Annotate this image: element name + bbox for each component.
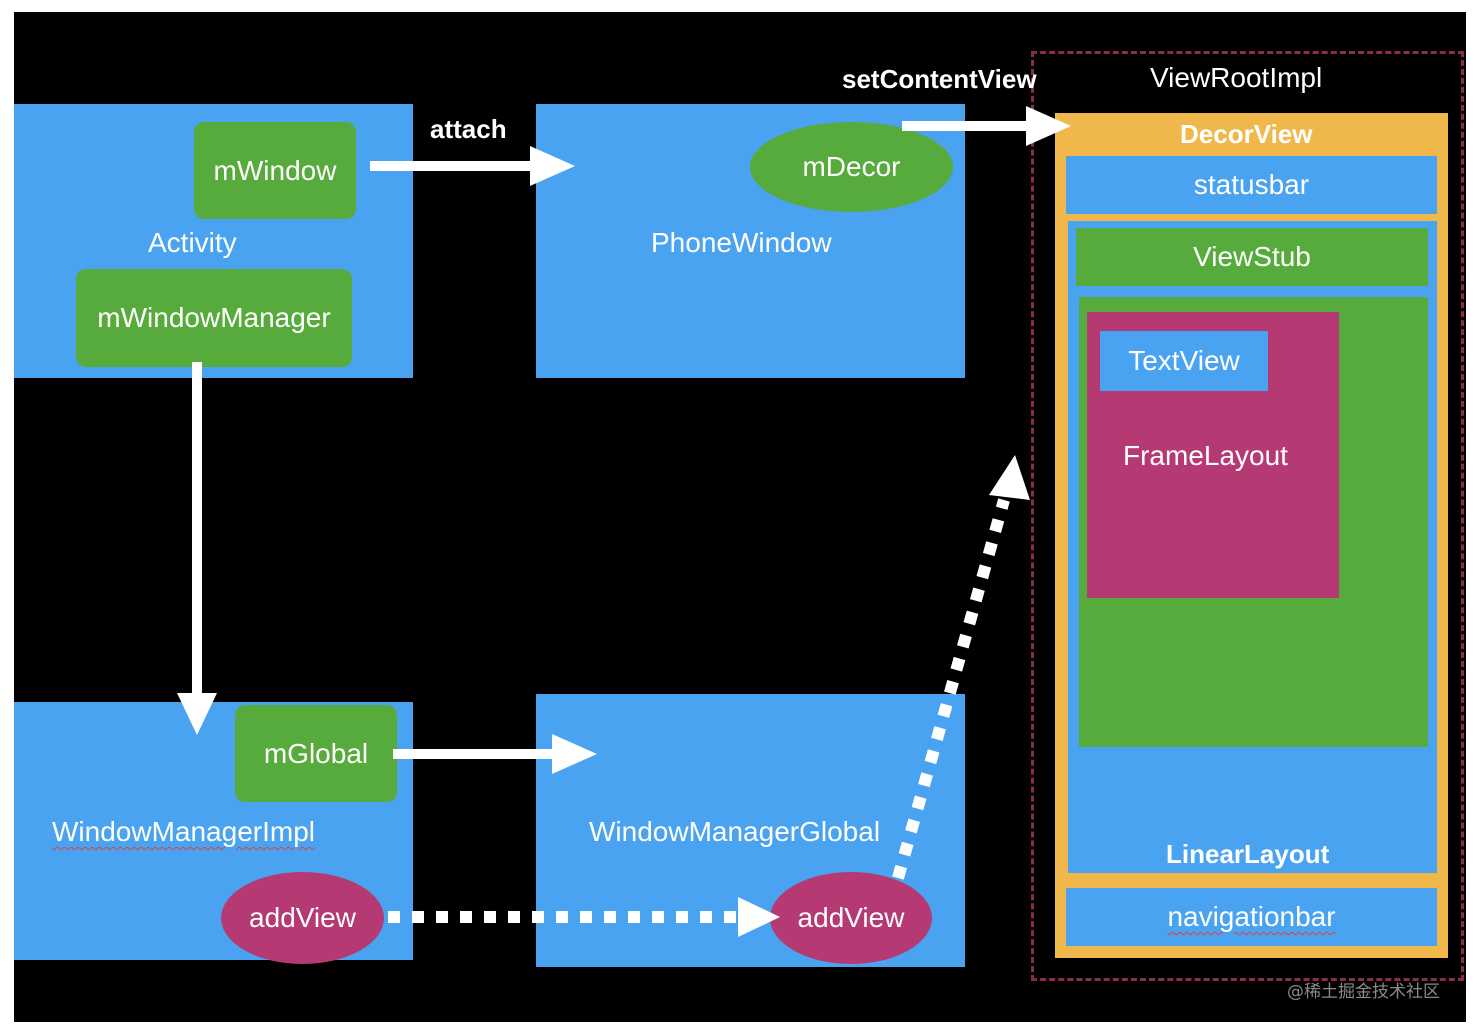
text-view-box: TextView bbox=[1100, 331, 1268, 391]
m-window-node: mWindow bbox=[194, 122, 356, 219]
statusbar-label: statusbar bbox=[1193, 169, 1310, 200]
add-view-impl-node: addView bbox=[221, 872, 384, 964]
m-window-manager-node: mWindowManager bbox=[76, 269, 352, 367]
window-manager-impl-label: WindowManagerImpl bbox=[52, 816, 315, 847]
text-view-label: TextView bbox=[1128, 345, 1240, 376]
statusbar-box: statusbar bbox=[1066, 156, 1437, 214]
m-decor-label: mDecor bbox=[802, 151, 901, 182]
add-view-impl-label: addView bbox=[249, 902, 356, 933]
linear-layout-label: LinearLayout bbox=[1166, 839, 1330, 869]
m-global-node: mGlobal bbox=[235, 705, 397, 802]
frame-layout-label: FrameLayout bbox=[1123, 440, 1288, 471]
add-view-global-node: addView bbox=[770, 872, 932, 964]
view-root-impl-container bbox=[1031, 51, 1464, 981]
decor-view-label: DecorView bbox=[1180, 119, 1313, 149]
phone-window-label: PhoneWindow bbox=[651, 227, 832, 258]
activity-label: Activity bbox=[148, 227, 237, 258]
navigationbar-box: navigationbar bbox=[1066, 888, 1437, 946]
m-decor-node: mDecor bbox=[750, 122, 953, 212]
attach-arrow-label: attach bbox=[430, 114, 507, 144]
set-content-view-arrow-label: setContentView bbox=[842, 64, 1037, 94]
view-root-impl-label: ViewRootImpl bbox=[1150, 62, 1323, 93]
m-window-manager-label: mWindowManager bbox=[97, 302, 331, 333]
add-view-global-label: addView bbox=[797, 902, 905, 933]
window-manager-global-label: WindowManagerGlobal bbox=[589, 816, 881, 847]
navigationbar-label: navigationbar bbox=[1167, 901, 1336, 932]
m-global-label: mGlobal bbox=[263, 737, 369, 769]
view-stub-box: ViewStub bbox=[1076, 228, 1428, 286]
view-stub-label: ViewStub bbox=[1193, 241, 1311, 272]
m-window-label: mWindow bbox=[213, 154, 337, 186]
watermark: @稀土掘金技术社区 bbox=[1287, 982, 1440, 1002]
